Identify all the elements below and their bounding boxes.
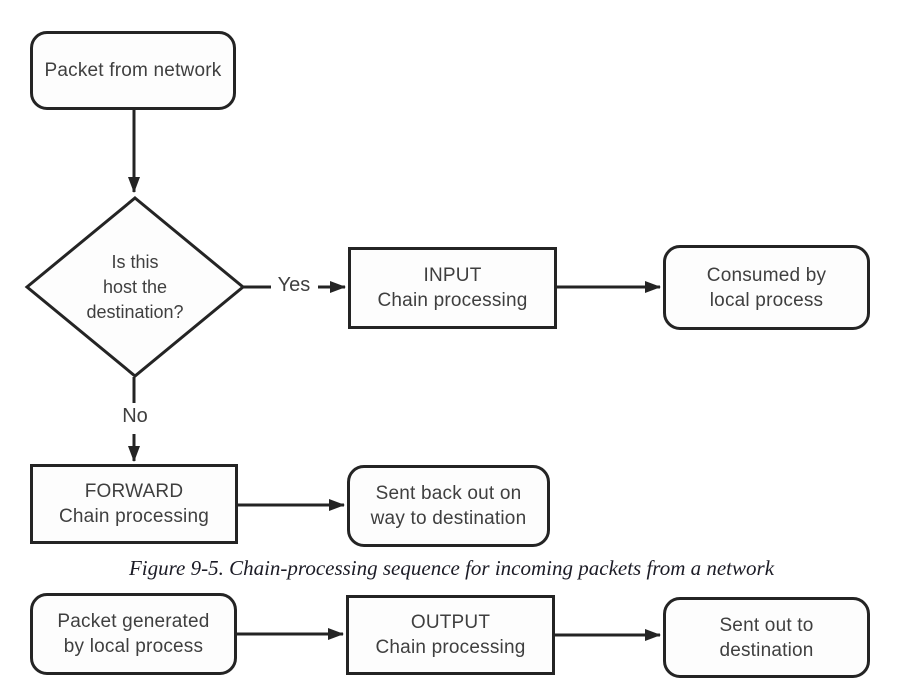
node-label: FORWARD	[84, 481, 184, 502]
node-consumed-by-local-process: Consumed by local process	[663, 245, 870, 330]
decision-diamond-shape	[24, 196, 246, 378]
edge-label-no: No	[122, 405, 148, 427]
node-label: INPUT	[423, 265, 482, 286]
node-output-chain-processing: OUTPUT Chain processing	[346, 595, 555, 675]
node-sent-back-out: Sent back out on way to destination	[347, 465, 550, 547]
node-label: OUTPUT	[410, 612, 491, 633]
node-label: by local process	[63, 636, 204, 657]
node-label: Chain processing	[375, 637, 526, 658]
node-forward-chain-processing: FORWARD Chain processing	[30, 464, 238, 544]
node-decision-label: Is this host the destination?	[58, 250, 212, 325]
node-label: Sent out to	[719, 614, 814, 636]
node-packet-from-network: Packet from network	[30, 31, 236, 110]
figure-caption: Figure 9-5. Chain-processing sequence fo…	[128, 556, 775, 580]
node-label: Chain processing	[58, 506, 209, 527]
node-label: Packet generated	[57, 611, 210, 632]
node-label: Packet from network	[44, 60, 222, 81]
node-label: local process	[709, 289, 824, 311]
node-label: Sent back out on	[375, 483, 522, 504]
node-label: way to destination	[370, 508, 527, 529]
node-sent-out-to-destination: Sent out to destination	[663, 597, 870, 678]
node-packet-generated: Packet generated by local process	[30, 593, 237, 675]
edge-label-yes: Yes	[277, 274, 311, 296]
decision-line: Is this	[111, 252, 159, 272]
decision-line: destination?	[86, 302, 184, 322]
decision-line: host the	[102, 277, 168, 297]
node-label: destination	[719, 639, 814, 661]
node-label: Consumed by	[706, 264, 827, 286]
node-label: Chain processing	[377, 290, 528, 311]
node-input-chain-processing: INPUT Chain processing	[348, 247, 557, 329]
